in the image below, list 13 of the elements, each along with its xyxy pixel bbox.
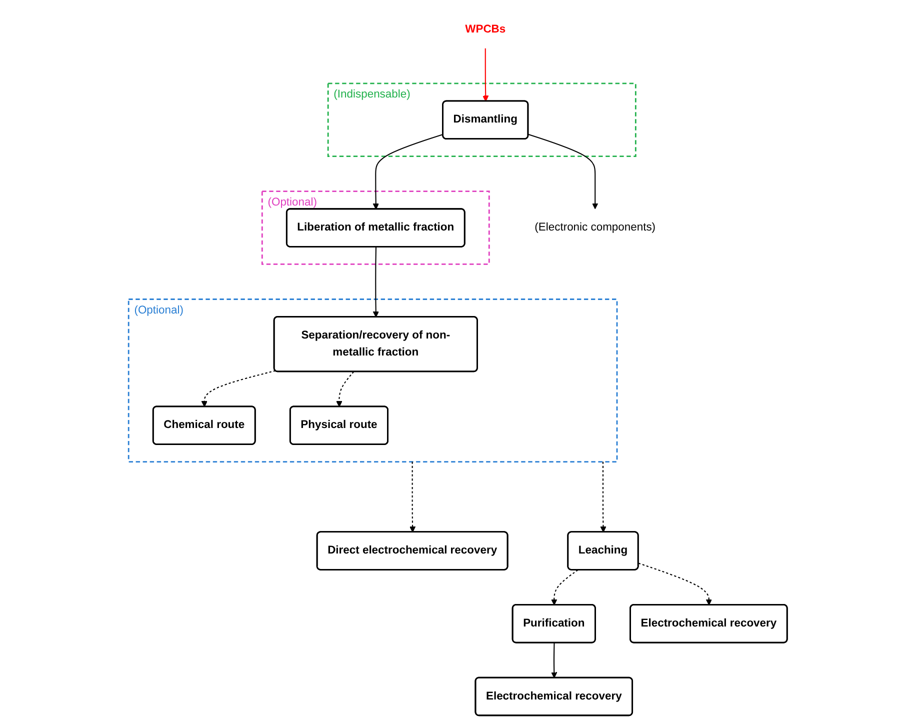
arrow — [600, 462, 606, 532]
arrow — [201, 370, 276, 408]
node-text: WPCBs — [465, 23, 506, 36]
arrow — [482, 48, 489, 102]
arrow — [528, 134, 598, 210]
arrow — [372, 134, 444, 210]
node-text: (Electronic components) — [534, 221, 656, 234]
arrow — [336, 371, 354, 408]
arrow — [410, 462, 416, 532]
arrow — [551, 570, 578, 606]
arrow — [638, 562, 712, 606]
arrow — [372, 247, 380, 318]
arrow — [551, 642, 558, 678]
